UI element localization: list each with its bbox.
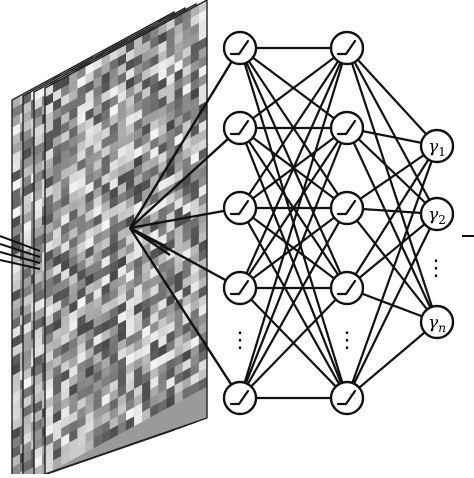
edge-h2-3-out-3 (346, 207, 438, 323)
edge-h1-5-h2-4 (239, 287, 348, 399)
edge-h1-5-h2-3 (239, 207, 348, 399)
input-fan-connections (0, 47, 242, 399)
edge-h2-4-out-2 (346, 213, 438, 289)
output-layer-ellipsis: ⋮ (425, 256, 447, 281)
relu-icon (336, 199, 357, 216)
relu-icon (336, 119, 357, 136)
hidden-layer-1-node-4-circle (222, 270, 258, 306)
input-fan-line-1 (128, 47, 242, 229)
relu-icon (336, 389, 357, 406)
hidden-layer-1-node-1 (222, 30, 258, 66)
edge-h1-5-h2-1 (238, 47, 349, 399)
hidden-layer-2-ellipsis: ⋮ (336, 328, 358, 353)
relu-icon (336, 39, 357, 56)
edge-h2-1-out-1 (346, 47, 438, 147)
input-stub-line-2 (0, 243, 41, 258)
hidden-layer-1-node-2 (222, 110, 258, 146)
relu-icon (229, 279, 250, 296)
input-image-layer-1 (45, 0, 207, 474)
hidden-layer-1-node-3-circle (222, 190, 258, 226)
hidden-layer-1-node-5 (222, 380, 258, 416)
output-node-label-n: γn (428, 313, 446, 335)
hidden-layer-2-node-2 (329, 110, 365, 146)
hidden-layer-2-node-1-circle (329, 30, 365, 66)
hidden-layer-2-node-3 (329, 190, 365, 226)
edge-h1-4-h2-2 (239, 127, 348, 289)
hidden-layer-2-node-2-circle (329, 110, 365, 146)
output-node-2 (419, 196, 455, 232)
relu-icon (229, 389, 250, 406)
edge-h2-5-out-1 (345, 145, 439, 399)
hidden-layer-1-node-3 (222, 190, 258, 226)
hidden-layer-2-node-3-circle (329, 190, 365, 226)
hidden-layer-1-node-4 (222, 270, 258, 306)
input-stub-line-4 (0, 259, 41, 270)
edge-h2-1-out-3 (345, 47, 439, 323)
edge-h1-4-h2-1 (238, 47, 349, 289)
edge-h1-3-h2-1 (239, 47, 348, 209)
edge-h2-4-out-1 (346, 145, 438, 289)
hidden-layer-2-node-4-circle (329, 270, 365, 306)
edge-h1-2-h2-1 (239, 47, 348, 129)
node-labels: γ1 γ2 γn ⋮ ⋮ ⋮ (229, 137, 447, 353)
layer-connections (238, 46, 474, 400)
input-fan-line-5 (128, 227, 242, 399)
relu-icon (229, 119, 250, 136)
hidden-layer-2-node-5-circle (329, 380, 365, 416)
edge-h2-5-out-2 (346, 213, 438, 399)
output-node-1 (419, 128, 455, 164)
relu-icon (229, 199, 250, 216)
hidden-layer-2-node-4 (329, 270, 365, 306)
edge-h2-2-out-2 (346, 127, 438, 215)
hidden-layer-1-ellipsis: ⋮ (229, 328, 251, 353)
input-fan-line-3 (129, 206, 241, 230)
network-nodes (222, 30, 455, 416)
hidden-layer-1-node-5-circle (222, 380, 258, 416)
hidden-layer-2-node-5 (329, 380, 365, 416)
hidden-layer-1-node-1-circle (222, 30, 258, 66)
relu-icon (229, 39, 250, 56)
output-node-label-1: γ1 (428, 137, 446, 159)
hidden-layer-2-node-1 (329, 30, 365, 66)
input-fan-line-2 (129, 127, 241, 229)
input-fan-extra-2 (129, 226, 166, 248)
edge-h2-5-out-3 (346, 321, 438, 399)
output-node-3 (419, 304, 455, 340)
edge-h1-4-h2-3 (239, 207, 348, 289)
input-image-stack (11, 0, 208, 478)
input-stub-line-3 (0, 251, 41, 264)
hidden-layer-1-node-2-circle (222, 110, 258, 146)
edge-h2-3-out-1 (346, 145, 438, 209)
edge-h2-2-out-3 (346, 127, 438, 323)
relu-icon (336, 279, 357, 296)
output-node-label-2: γ2 (428, 205, 446, 227)
input-stub-line-1 (0, 235, 41, 252)
edge-h1-5-h2-2 (238, 127, 349, 399)
